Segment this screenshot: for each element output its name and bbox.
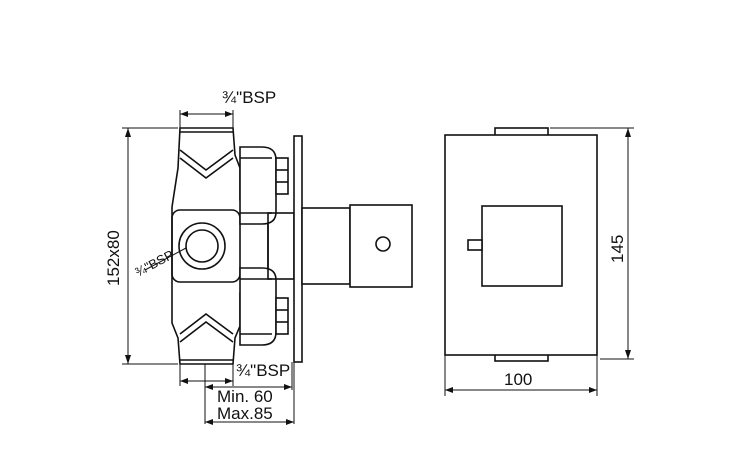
- handle-front: [481, 205, 563, 287]
- label-145: 145: [608, 235, 627, 263]
- label-depth-max: Max.85: [217, 404, 273, 423]
- handle-side: [349, 204, 413, 288]
- label-100: 100: [504, 370, 532, 389]
- dimension-bsp-top: ¾"BSP: [179, 88, 276, 128]
- dimension-depth: Min. 60 Max.85: [204, 362, 295, 425]
- label-152x80: 152x80: [104, 230, 123, 286]
- label-bsp-bottom: ¾"BSP: [236, 361, 290, 380]
- side-view: 152x80 ¾"BSP: [104, 88, 413, 425]
- front-view: 145 100: [444, 127, 634, 396]
- wall-plate-side: [293, 135, 303, 363]
- dimension-100: 100: [444, 355, 598, 396]
- dimension-bsp-bottom: ¾"BSP: [179, 361, 290, 386]
- dimension-152x80: 152x80: [104, 127, 178, 365]
- label-bsp-top: ¾"BSP: [222, 88, 276, 107]
- upper-nut: [239, 146, 289, 225]
- label-depth-min: Min. 60: [217, 387, 273, 406]
- label-bsp-side: ¾"BSP: [132, 247, 176, 280]
- dimension-145: 145: [550, 127, 634, 360]
